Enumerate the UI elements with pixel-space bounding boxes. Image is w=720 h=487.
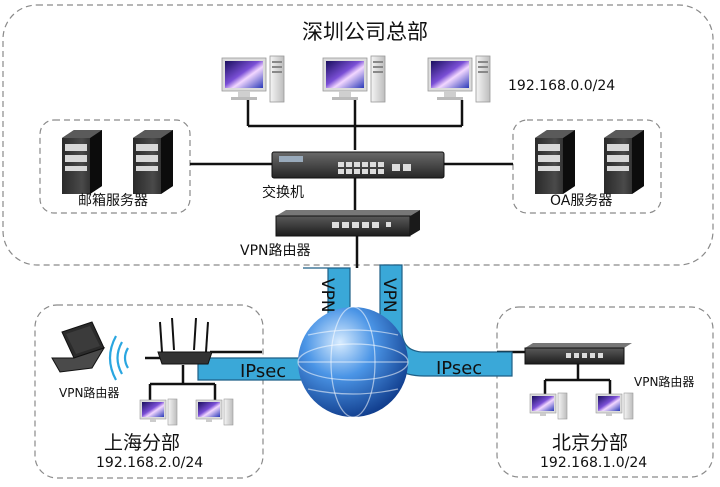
beijing-desktop-1 — [529, 392, 568, 420]
shanghai-desktop-1 — [139, 398, 178, 426]
shanghai-subnet: 192.168.2.0/24 — [96, 455, 204, 471]
mail-server-group — [39, 119, 191, 214]
beijing-vpn-router-icon — [524, 343, 632, 365]
beijing-region — [496, 306, 714, 478]
internet-globe-icon — [297, 306, 409, 418]
oa-server-2 — [604, 130, 644, 194]
oa-server-label: OA服务器 — [550, 193, 613, 209]
wifi-signal-icon — [108, 335, 129, 381]
hq-desktop-3 — [427, 55, 491, 103]
ipsec-label-left: IPsec — [240, 361, 286, 382]
switch-label: 交换机 — [262, 185, 304, 201]
mail-server-2 — [133, 130, 173, 194]
laptop-icon — [51, 321, 106, 373]
hq-router-label: VPN路由器 — [240, 243, 311, 259]
hq-desktop-2 — [322, 55, 386, 103]
beijing-subnet: 192.168.1.0/24 — [540, 455, 648, 471]
shanghai-vpn-router-icon — [157, 317, 213, 365]
mail-server-label: 邮箱服务器 — [78, 193, 148, 209]
beijing-desktop-2 — [595, 392, 634, 420]
shanghai-links — [145, 350, 262, 400]
switch-icon — [271, 151, 445, 179]
shanghai-title: 上海分部 — [104, 432, 181, 454]
vpn-label-left: VPN — [317, 278, 337, 313]
ipsec-label-right: IPsec — [436, 358, 482, 379]
hq-desktop-1 — [221, 55, 285, 103]
hq-title: 深圳公司总部 — [302, 20, 428, 44]
vpn-label-right: VPN — [379, 278, 399, 313]
hq-subnet: 192.168.0.0/24 — [508, 78, 616, 94]
shanghai-region — [34, 304, 264, 479]
shanghai-desktop-2 — [195, 398, 234, 426]
hq-vpn-router-icon — [275, 210, 420, 237]
beijing-router-label: VPN路由器 — [634, 375, 695, 389]
beijing-title: 北京分部 — [552, 432, 629, 454]
shanghai-router-label: VPN路由器 — [59, 386, 120, 400]
oa-server-group — [512, 119, 662, 214]
oa-server-1 — [535, 130, 575, 194]
mail-server-1 — [62, 130, 102, 194]
hq-links — [190, 100, 513, 268]
